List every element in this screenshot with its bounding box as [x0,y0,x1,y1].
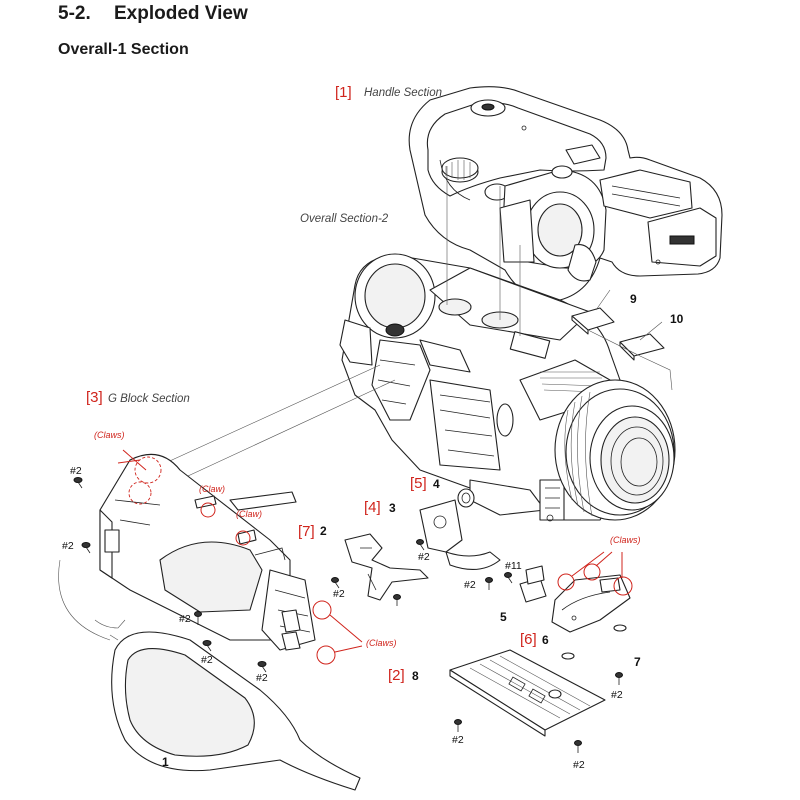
screw-label: #2 [62,540,74,552]
claw-label: (Claw) [199,484,225,494]
claw-label: (Claws) [610,535,641,545]
part-number-4: 4 [433,477,440,491]
handle-assembly [408,86,723,301]
part-9 [571,307,615,335]
ref-7: [7] [298,523,315,540]
screw-icon [393,594,401,606]
part-number-3: 3 [389,501,396,515]
ref-handle: [1] [335,84,352,101]
label-g-block-section: G Block Section [108,393,190,405]
part-1-strap [58,559,361,791]
part-number-10: 10 [670,312,684,326]
ref-5: [5] [410,475,427,492]
part-5 [519,565,547,603]
screw-icon [81,542,91,554]
claw-markers [117,449,633,665]
ref-4: [4] [364,499,381,516]
part-number-8: 8 [412,669,419,683]
screw-icon [454,719,462,732]
screw-icon [574,740,582,753]
screw-label: #2 [201,654,213,666]
part-8-bottom-plate [449,649,606,737]
part-number-9: 9 [630,292,637,306]
part-6-cover [551,574,631,633]
screw-label: #2 [452,734,464,746]
screw-icon [485,577,493,590]
part-10 [619,333,665,361]
ref-g-block: [3] [86,389,103,406]
screw-icon [504,572,513,584]
screw-icon [615,672,623,685]
lens [554,379,676,521]
screw-label: #2 [179,613,191,625]
ref-2: [2] [388,667,405,684]
label-overall-section-2: Overall Section-2 [300,213,389,225]
part-2-bracket [344,533,429,601]
part-number-6: 6 [542,633,549,647]
screw-label: #11 [505,560,522,572]
part-4 [457,488,475,508]
screw-icon [331,577,340,589]
screw-label: #2 [611,689,623,701]
screw-icon [257,661,267,673]
part-3-plate [419,499,501,571]
screw-icon [73,477,83,489]
screw-label: #2 [256,672,268,684]
screw-icon [202,640,212,652]
screw-label: #2 [418,551,430,563]
screw-icon [416,539,425,551]
claw-label: (Claws) [94,430,125,440]
ref-6: [6] [520,631,537,648]
screw-label: #2 [464,579,476,591]
screws [73,477,623,753]
part-number-2: 2 [320,524,327,538]
claw-label: (Claws) [366,638,397,648]
claw-label: (Claw) [236,509,262,519]
part-number-5: 5 [500,610,507,624]
subsection-title: Overall-1 Section [58,41,189,58]
label-handle-section: Handle Section [364,87,442,99]
screw-label: #2 [70,465,82,477]
screw-label: #2 [573,759,585,771]
part-7 [561,624,627,660]
part-number-1: 1 [162,755,169,769]
g-block-grip [99,453,316,651]
section-number: 5-2. [58,3,91,24]
section-title: Exploded View [114,3,248,24]
part-number-7: 7 [634,655,641,669]
screw-icon [194,611,202,625]
screw-label: #2 [333,588,345,600]
